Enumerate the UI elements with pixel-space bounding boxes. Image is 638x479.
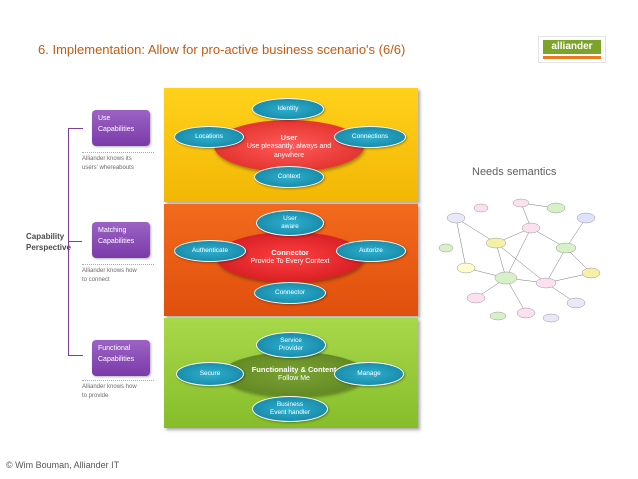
note-line: Alliander knows its [82,156,132,162]
user-aware-node: User aware [256,210,324,236]
matching-capabilities-note: Alliander knows how to connect [82,264,154,285]
node-label: Connections [351,133,389,140]
connector-node: Connector [254,282,326,304]
node-label: Connector [275,289,305,296]
node-label: Secure [199,370,221,377]
context-node: Context [254,166,324,188]
functional-capabilities-box: Functional Capabilities [92,340,150,376]
perspective-line-2: Perspective [26,243,71,252]
needs-semantics-caption: Needs semantics [472,166,557,178]
node-label: Provider [278,345,304,352]
logo-wordmark: alliander [543,40,601,54]
node-label: Context [277,173,301,180]
node-label: Event handler [269,409,311,416]
note-line: Alliander knows how [82,384,137,390]
graph-nodes [438,198,601,323]
ellipse-title: User [280,132,298,142]
connector-ellipse: Connector Provide To Every Context [216,232,364,282]
identity-node: Identity [252,98,324,120]
perspective-bracket-middle [68,241,82,242]
user-ellipse: User Use pleasantly, always and anywhere [214,120,364,172]
note-line: to provide [82,393,109,399]
semantic-network-graph [438,198,601,323]
ellipse-title: Connector [271,248,309,257]
cap-box-line: Matching [98,227,127,234]
note-line: users' whereabouts [82,165,134,171]
ellipse-subtitle: Follow Me [278,375,310,382]
note-line: to connect [82,277,110,283]
logo-stripe [543,56,601,59]
ellipse-subtitle: Provide To Every Context [250,258,330,265]
connections-node: Connections [334,126,406,148]
perspective-bracket [68,128,83,356]
cap-box-line: Capabilities [98,126,135,133]
perspective-line-1: Capability [26,232,65,241]
slide-title: 6. Implementation: Allow for pro-active … [38,42,406,57]
secure-node: Secure [176,362,244,386]
capability-perspective-label: Capability Perspective [26,231,71,253]
matching-capabilities-box: Matching Capabilities [92,222,150,258]
autorize-node: Autorize [336,240,406,262]
node-label: Manage [357,370,381,377]
node-label: Locations [195,133,223,140]
node-label: aware [281,223,299,230]
alliander-logo: alliander [538,36,606,63]
cap-box-line: Capabilities [98,356,135,363]
functional-capabilities-note: Alliander knows how to provide [82,380,154,401]
locations-node: Locations [174,126,244,148]
business-event-handler-node: Business Event handler [252,396,328,422]
ellipse-subtitle: anywhere [273,151,305,159]
node-label: Authenticate [191,247,229,254]
cap-box-line: Capabilities [98,238,135,245]
authenticate-node: Authenticate [174,240,246,262]
node-label: Identity [277,105,299,112]
ellipse-subtitle: Use pleasantly, always and [246,142,332,150]
ellipse-title: Functionality & Content [251,365,337,374]
cap-box-line: Functional [98,345,131,352]
use-capabilities-box: Use Capabilities [92,110,150,146]
node-label: Autorize [359,247,383,254]
copyright-footer: © Wim Bouman, Alliander IT [6,460,120,470]
manage-node: Manage [334,362,404,386]
node-label: Service [280,337,302,344]
node-label: User [283,215,297,222]
node-label: Business [276,401,304,408]
use-capabilities-note: Alliander knows its users' whereabouts [82,152,154,173]
note-line: Alliander knows how [82,268,137,274]
service-provider-node: Service Provider [256,332,326,358]
cap-box-line: Use [98,115,111,122]
